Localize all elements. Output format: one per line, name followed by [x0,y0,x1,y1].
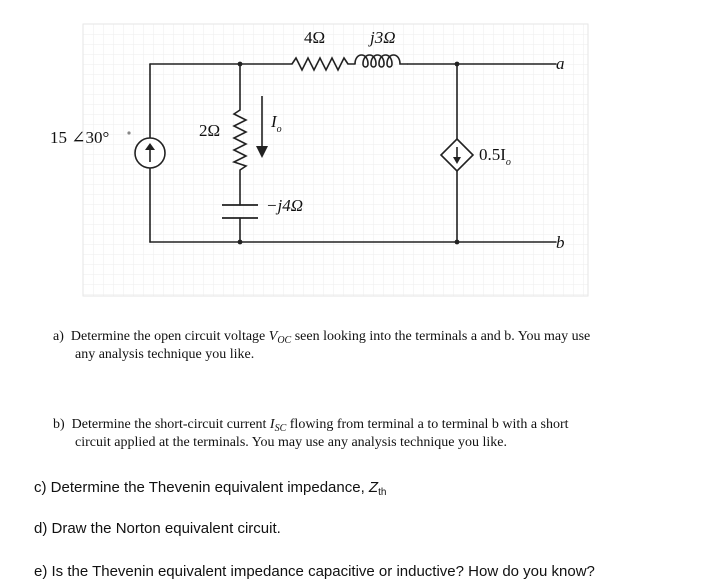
current-arrow-io [256,96,268,158]
terminal-a-label: a [556,54,565,73]
question-a-line1-pre: Determine the open circuit voltage [70,329,269,344]
question-c-var: Z [368,479,379,496]
question-a-var: V [268,329,278,344]
current-io-sub: o [276,124,282,135]
node-dot [454,239,460,245]
question-b-line1-post: flowing from terminal a to terminal b wi… [286,417,569,432]
dependent-current-source [439,137,475,173]
question-b-marker: b) [53,417,65,432]
question-c: c) Determine the Thevenin equivalent imp… [34,479,386,499]
question-a-var-sub: OC [277,335,292,346]
inductor-j3ohm [354,54,408,68]
question-b-var: I [269,417,275,432]
dep-source-sub: o [505,157,511,168]
source-label: 15 ∠30° [50,128,110,147]
question-b: b) Determine the short-circuit current I… [53,416,693,451]
question-b-line1-pre: Determine the short-circuit current [71,417,270,432]
current-io-label: Io [271,112,282,135]
resistor-2ohm [231,109,248,171]
node-dot [454,61,460,67]
question-b-line2: circuit applied at the terminals. You ma… [75,435,507,450]
question-b-var-sub: SC [274,423,287,434]
current-io-text: I [271,112,277,131]
capacitor-j4ohm [222,204,258,219]
question-a: a) Determine the open circuit voltage VO… [53,328,693,363]
question-e: e) Is the Thevenin equivalent impedance … [34,563,595,580]
node-dot [237,61,243,67]
inductor-j3ohm-text: j3Ω [370,28,396,47]
question-c-text: c) Determine the Thevenin equivalent imp… [34,479,369,496]
terminal-b-label: b [556,233,565,252]
question-c-var-sub: th [378,487,387,498]
question-a-line2: any analysis technique you like. [75,347,255,362]
resistor-2ohm-label: 2Ω [199,121,221,140]
source-dot [127,131,131,135]
question-a-line1-post: seen looking into the terminals a and b.… [291,329,591,344]
question-d: d) Draw the Norton equivalent circuit. [34,520,281,537]
resistor-4ohm [291,56,349,72]
dep-source-label: 0.5Io [479,145,511,168]
circuit-diagram [82,23,589,297]
node-dot [237,239,243,245]
current-source [134,137,166,169]
capacitor-j4ohm-label: −j4Ω [266,196,303,215]
dep-source-text: 0.5I [479,145,506,164]
resistor-4ohm-label: 4Ω [304,28,326,47]
inductor-j3ohm-label: j3Ω [370,28,396,48]
grid-background [83,24,588,296]
question-a-marker: a) [53,329,64,344]
